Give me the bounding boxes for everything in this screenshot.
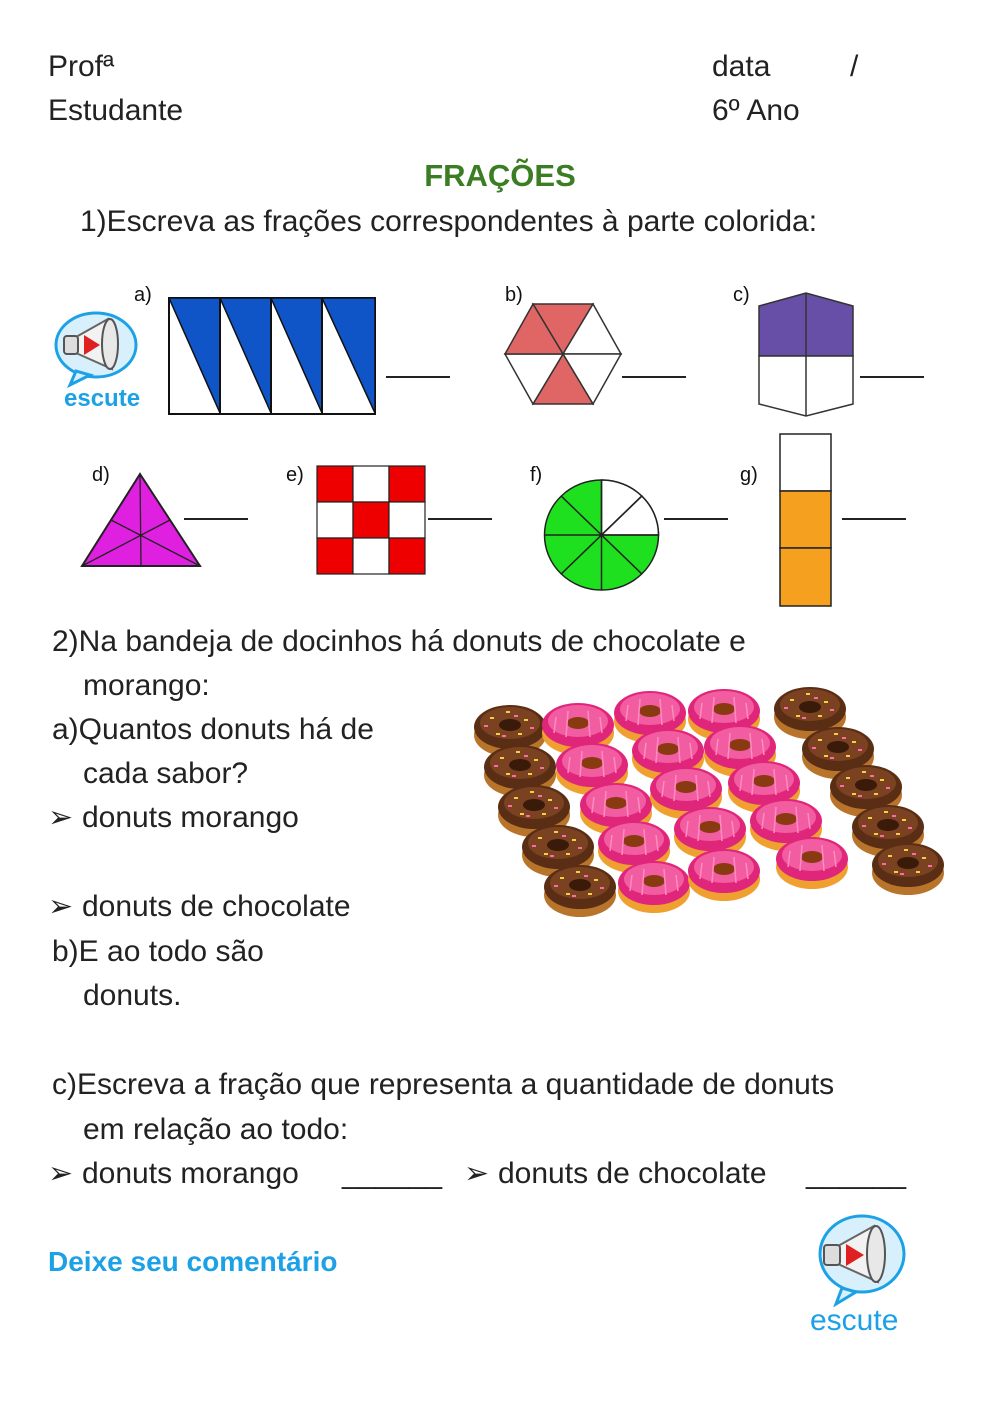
bullet-arrow-icon: ➢ <box>48 890 74 923</box>
bullet-arrow-icon: ➢ <box>464 1157 490 1190</box>
listen-button[interactable]: escute <box>50 305 160 415</box>
answer-blank-d[interactable] <box>184 518 248 520</box>
figure-f-label: f) <box>530 464 543 486</box>
answer-blank-g[interactable] <box>842 518 906 520</box>
figure-c-shape <box>758 292 854 417</box>
fraction-strawberry-blank[interactable]: ______ <box>342 1157 443 1190</box>
date-separator: / <box>850 50 859 83</box>
strawberry-donut-icon <box>617 860 691 914</box>
answer-blank-c[interactable] <box>860 376 924 378</box>
date-label: data <box>712 50 771 83</box>
student-label: Estudante <box>48 94 184 127</box>
question-2-line-2: morango: <box>83 669 210 702</box>
strawberry-donut-icon <box>775 836 849 890</box>
question-2a-line-2: cada sabor? <box>83 757 249 790</box>
page-title: FRAÇÕES <box>424 158 576 193</box>
question-1-prompt: 1)Escreva as frações correspondentes à p… <box>80 205 818 238</box>
fraction-chocolate-label: donuts de chocolate <box>498 1157 767 1190</box>
question-2b-line-2: donuts. <box>83 979 182 1012</box>
question-2-line-1: 2)Na bandeja de docinhos há donuts de ch… <box>52 625 746 658</box>
figure-g-label: g) <box>740 464 758 486</box>
megaphone-icon <box>818 1214 906 1308</box>
question-2c-line-1: c)Escreva a fração que representa a quan… <box>52 1068 835 1101</box>
comment-link[interactable]: Deixe seu comentário <box>48 1246 338 1277</box>
figure-e-grid <box>316 465 426 575</box>
figure-e-label: e) <box>286 464 304 486</box>
fraction-chocolate-blank[interactable]: ______ <box>806 1157 907 1190</box>
grade-label: 6º Ano <box>712 94 800 127</box>
question-2a-line-1: a)Quantos donuts há de <box>52 713 374 746</box>
listen-button-footer-label: escute <box>810 1304 899 1337</box>
strawberry-donut-icon <box>687 848 761 902</box>
fraction-strawberry-label: donuts morango <box>82 1157 299 1190</box>
figure-c-label: c) <box>733 284 750 306</box>
bullet-arrow-icon: ➢ <box>48 801 74 834</box>
figure-d-triangle <box>80 472 202 567</box>
figure-d-label: d) <box>92 464 110 486</box>
teacher-label: Profª <box>48 50 115 83</box>
figure-b-label: b) <box>505 284 523 306</box>
figure-a-rectangle <box>167 297 376 415</box>
bullet-arrow-icon: ➢ <box>48 1157 74 1190</box>
strawberry-donuts-label: donuts morango <box>82 801 299 834</box>
answer-blank-b[interactable] <box>622 376 686 378</box>
chocolate-donuts-label: donuts de chocolate <box>82 890 351 923</box>
figure-f-circle <box>543 479 660 591</box>
figure-a-label: a) <box>134 284 152 306</box>
answer-blank-f[interactable] <box>664 518 728 520</box>
donut-tray-image <box>474 687 944 917</box>
listen-button-footer[interactable]: escute <box>808 1208 918 1338</box>
question-2c-line-2: em relação ao todo: <box>83 1113 349 1146</box>
megaphone-icon <box>54 311 138 389</box>
listen-button-label: escute <box>64 385 141 412</box>
question-2b-line-1: b)E ao todo são <box>52 935 264 968</box>
answer-blank-a[interactable] <box>386 376 450 378</box>
chocolate-donut-icon <box>544 865 616 917</box>
chocolate-donut-icon <box>872 843 944 895</box>
answer-blank-e[interactable] <box>428 518 492 520</box>
figure-g-bar <box>779 433 832 607</box>
figure-b-hexagon <box>503 302 623 406</box>
